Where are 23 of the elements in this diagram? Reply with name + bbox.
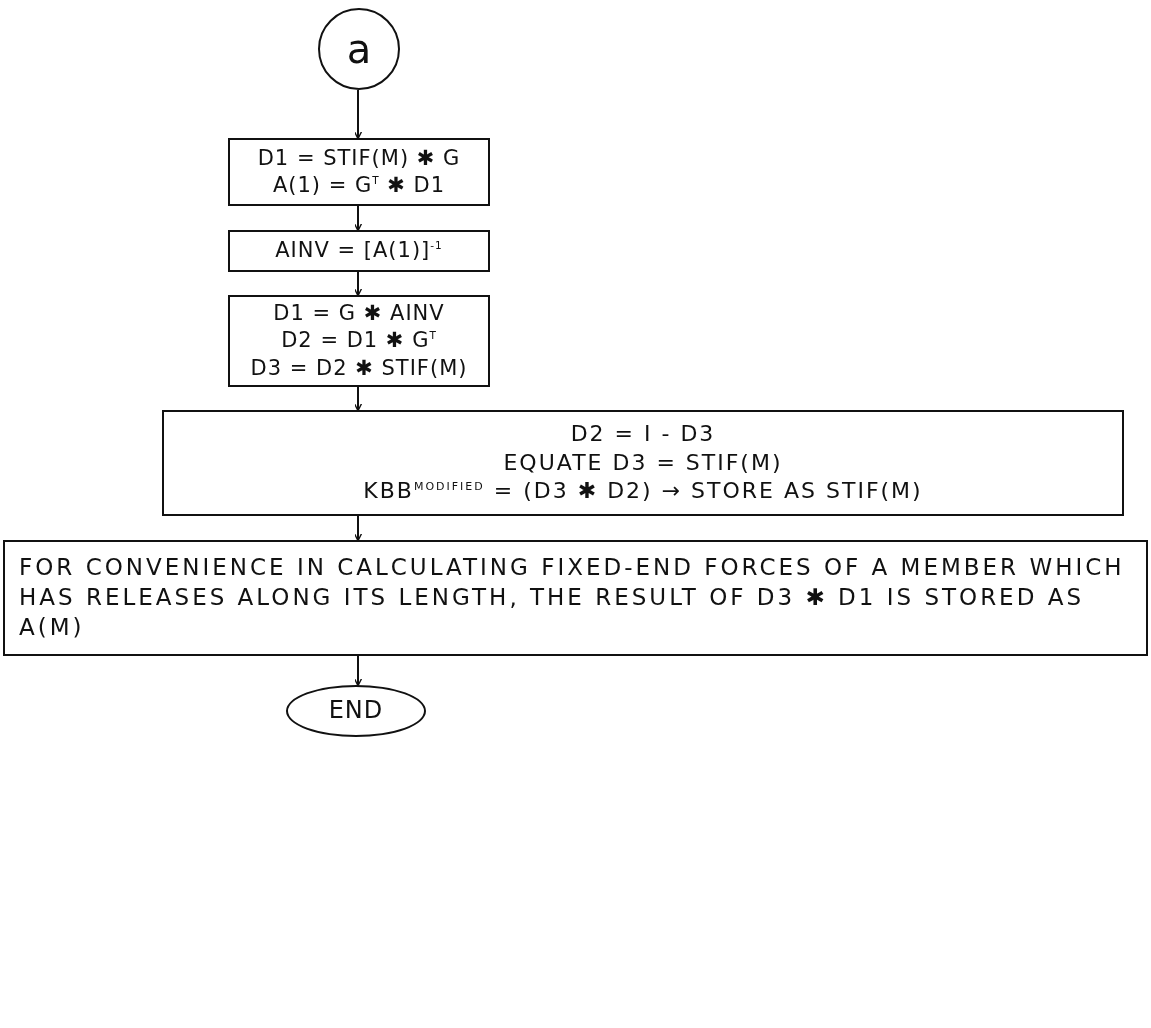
note-text: FOR CONVENIENCE IN CALCULATING FIXED-END FORCES OF A MEMBER WHICH HAS RELEASES ALONG ITS LENGTH, THE RESULT OF D3 ✱ D1 IS STORED AS A(M) <box>19 553 1126 642</box>
formula-text: D1 = STIF(M) ✱ G <box>257 144 461 172</box>
formula-text: D2 = I - D3 <box>570 420 716 449</box>
process-box <box>228 138 490 206</box>
arrow <box>353 89 363 140</box>
formula-text: KBB$^{MODIFIED}$ = (D3 ✱ D2) → STORE AS STIF(M) <box>363 477 923 506</box>
arrow <box>353 386 363 412</box>
process-box <box>228 230 490 272</box>
formula-text: A(1) = G$^{T}$ ✱ D1 <box>272 172 446 199</box>
formula-text: D2 = D1 ✱ G$^{T}$ <box>281 327 437 355</box>
process-box <box>3 540 1148 656</box>
formula-text: AINV = [A(1)]$^{-1}$ <box>275 237 443 265</box>
formula-text: EQUATE D3 = STIF(M) <box>503 448 783 477</box>
formula-text: D3 = D2 ✱ STIF(M) <box>250 354 468 382</box>
process-box <box>162 410 1124 516</box>
arrow <box>353 271 363 297</box>
arrow <box>353 655 363 687</box>
arrow <box>353 205 363 232</box>
node-label: a <box>346 25 372 74</box>
node-label: END <box>328 695 384 727</box>
arrow <box>353 515 363 542</box>
formula-text: D1 = G ✱ AINV <box>273 300 445 328</box>
process-box <box>228 295 490 387</box>
